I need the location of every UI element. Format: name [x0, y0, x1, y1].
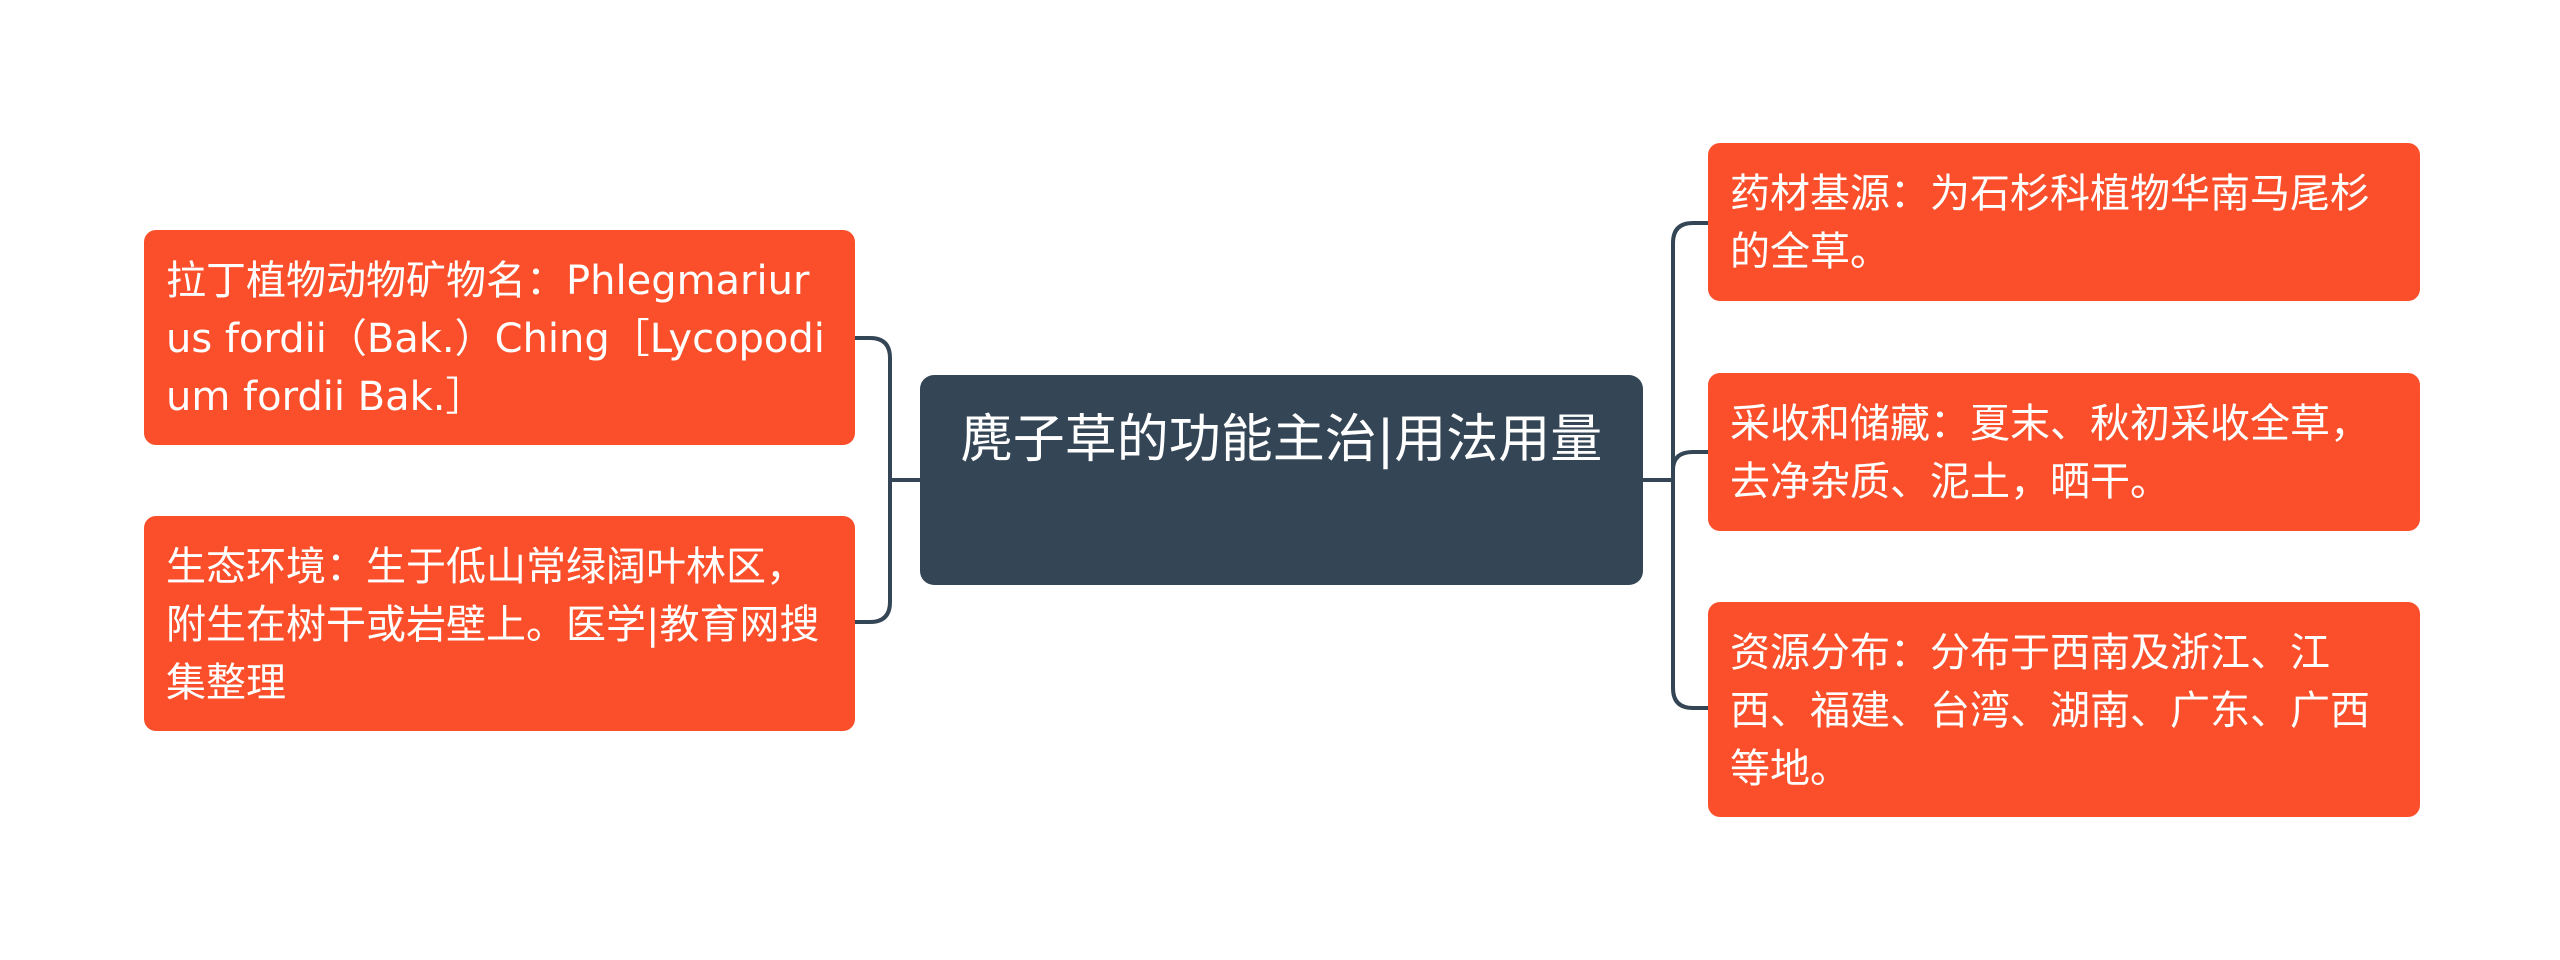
left-branch-habitat[interactable]: 生态环境：生于低山常绿阔叶林区，附生在树干或岩壁上。医学|教育网搜集整理 [144, 516, 855, 731]
center-topic[interactable]: 麂子草的功能主治|用法用量 [920, 375, 1643, 585]
left-branch-latin-name[interactable]: 拉丁植物动物矿物名：Phlegmariurus fordii（Bak.）Chin… [144, 230, 855, 445]
connector-left-2 [853, 478, 892, 624]
connector-right-2 [1671, 450, 1710, 482]
connector-right-1 [1671, 221, 1710, 482]
right-branch-source[interactable]: 药材基源：为石杉科植物华南马尾杉的全草。 [1708, 143, 2420, 301]
right-branch-harvest[interactable]: 采收和储藏：夏末、秋初采收全草，去净杂质、泥土，晒干。 [1708, 373, 2420, 531]
connector-left-1 [853, 336, 892, 482]
right-branch-distribution[interactable]: 资源分布：分布于西南及浙江、江西、福建、台湾、湖南、广东、广西等地。 [1708, 602, 2420, 817]
connector-right-3 [1671, 478, 1710, 710]
